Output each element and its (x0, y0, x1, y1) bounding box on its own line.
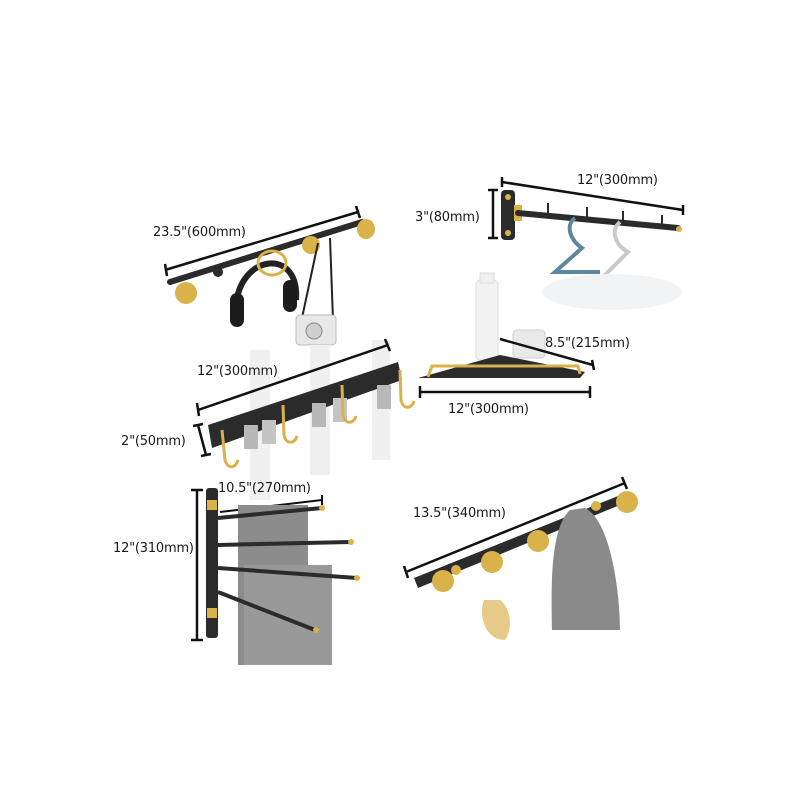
mop-holder-illustration (192, 338, 416, 500)
towel-bar-illustration (191, 488, 360, 665)
dimension-label-shelf-depth: 8.5"(215mm) (545, 336, 630, 351)
dimension-label-mop-holder-height: 2"(50mm) (121, 434, 186, 449)
dimension-label-coat-rack-length: 23.5"(600mm) (153, 225, 246, 240)
dimension-label-towel-bar-length: 10.5"(270mm) (218, 481, 311, 496)
dimension-label-hanger-length: 12"(300mm) (577, 173, 658, 188)
swing-hanger-illustration (488, 177, 685, 310)
dimension-label-hook-rail-length: 13.5"(340mm) (413, 506, 506, 521)
corner-shelf-illustration (418, 272, 596, 398)
dimension-label-hanger-height: 3"(80mm) (415, 210, 480, 225)
dimension-label-mop-holder-length: 12"(300mm) (197, 364, 278, 379)
hook-rail-illustration (402, 476, 638, 640)
dimension-label-towel-bar-height: 12"(310mm) (113, 541, 194, 556)
coat-rack-illustration (163, 205, 375, 346)
dimension-label-shelf-width: 12"(300mm) (448, 402, 529, 417)
